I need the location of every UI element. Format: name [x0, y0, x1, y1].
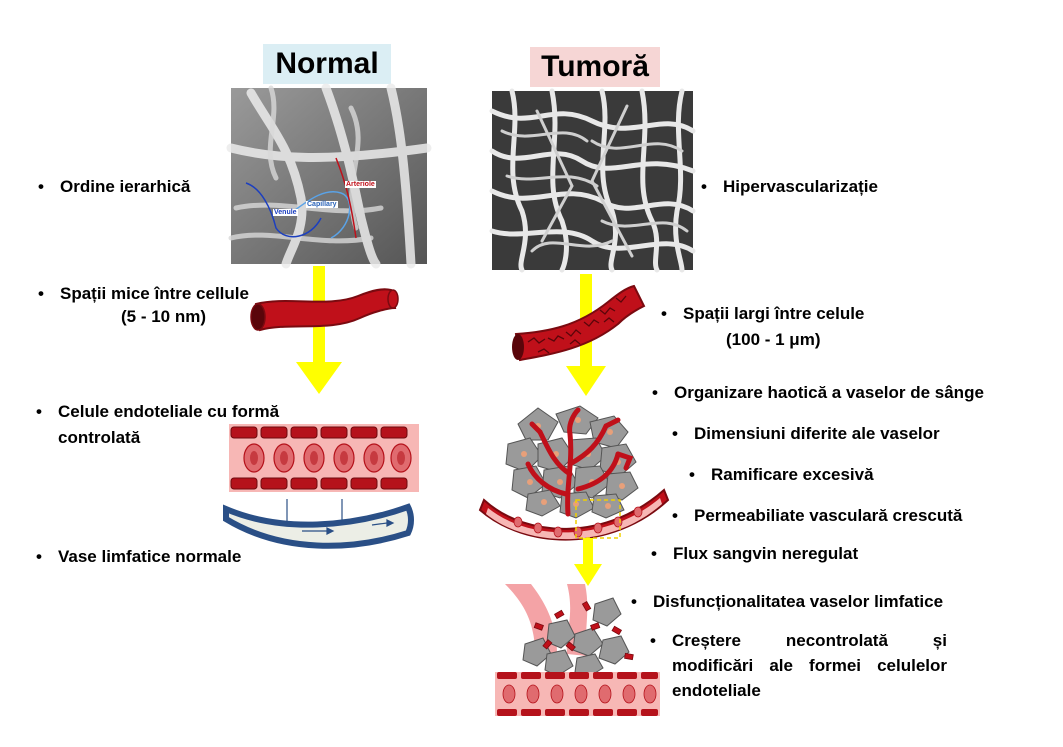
tumor-mass-icon — [478, 405, 670, 541]
label-growth: • Creștere necontrolată și modificări al… — [650, 631, 947, 700]
venule-label: Venule — [273, 209, 298, 216]
tumor-header: Tumoră — [530, 47, 660, 87]
tumor-blood-vessel-icon — [512, 284, 646, 362]
normal-endothelium-icon — [229, 424, 419, 492]
label-endothelial-2: controlată — [58, 428, 141, 447]
normal-header: Normal — [263, 44, 391, 84]
tumor-arrow-down-icon-2 — [574, 538, 602, 586]
capillary-label: Capillary — [306, 201, 338, 208]
label-small-spaces-size: (5 - 10 nm) — [121, 307, 207, 326]
normal-micrograph-image — [226, 83, 432, 269]
arteriole-label: Arteriole — [345, 181, 376, 188]
tumor-growth-icon — [495, 584, 660, 716]
label-wide-spaces-size: (100 - 1 μm) — [726, 330, 821, 349]
lymphatic-vessel-icon — [223, 499, 414, 549]
normal-blood-vessel-icon — [250, 288, 399, 332]
tumor-micrograph-image — [489, 88, 696, 273]
